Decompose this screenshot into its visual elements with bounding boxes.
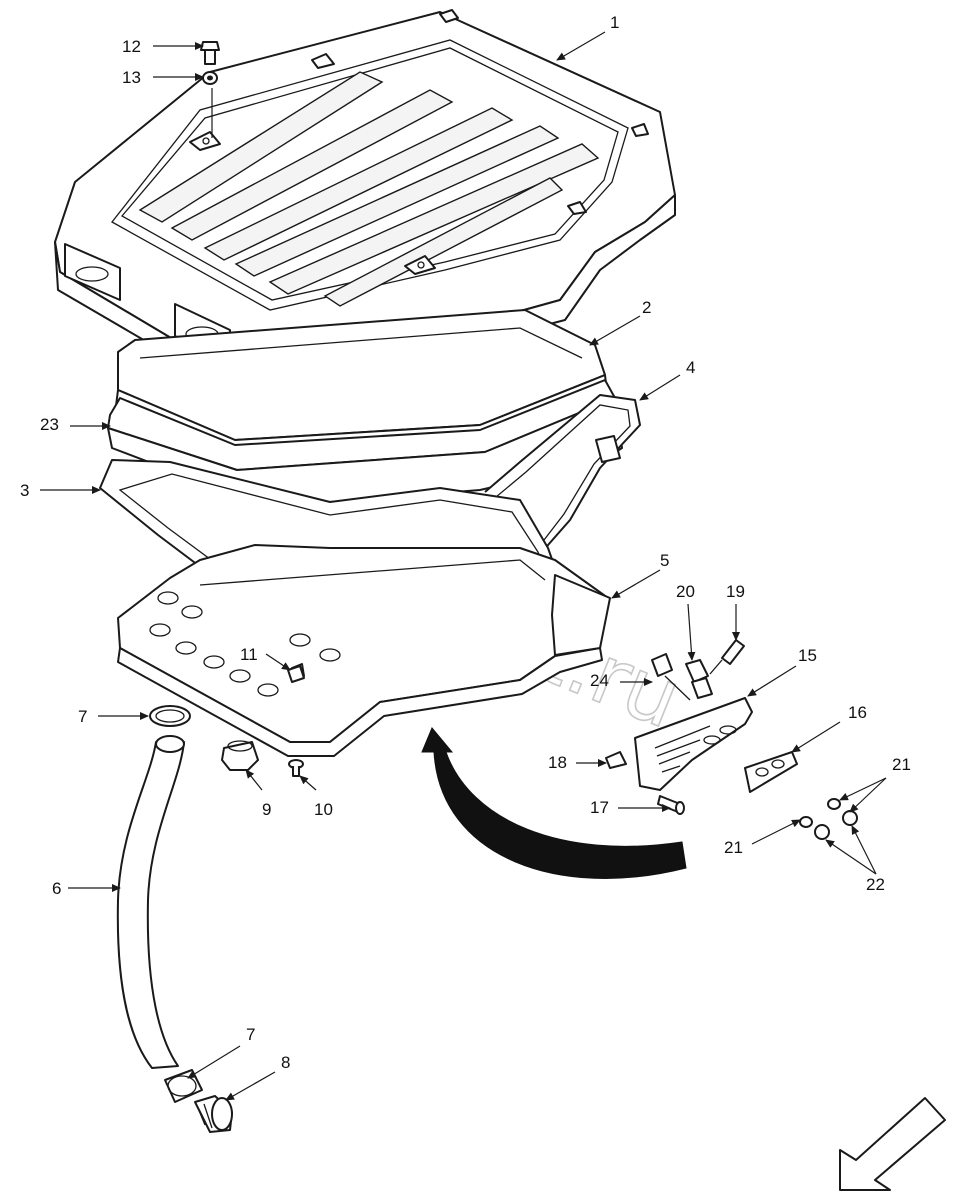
part-5-housing <box>117 544 611 757</box>
callout-16: 16 <box>848 703 867 722</box>
callout-18: 18 <box>548 753 567 772</box>
callout-8: 8 <box>281 1053 290 1072</box>
part-20-switch <box>685 659 713 699</box>
callout-21-upper: 21 <box>892 755 911 774</box>
part-10-screw <box>288 759 304 777</box>
part-24-connector <box>651 653 691 701</box>
part-19-rod <box>709 639 745 675</box>
part-1-cover <box>54 9 676 403</box>
callout-4: 4 <box>686 358 695 377</box>
part-15-mounting-plate <box>634 697 753 791</box>
callout-labels: 1 2 3 4 5 6 7 7 8 9 10 11 12 13 15 16 17… <box>20 13 911 1072</box>
callout-9: 9 <box>262 800 271 819</box>
callout-13: 13 <box>122 68 141 87</box>
curved-arrow-icon <box>421 727 687 879</box>
callout-22: 22 <box>866 875 885 894</box>
callout-19: 19 <box>726 582 745 601</box>
part-13-washer <box>202 71 218 85</box>
part-18-clip <box>605 751 627 769</box>
part-21-nut-b <box>799 816 813 828</box>
outline-arrow-icon <box>839 1097 946 1191</box>
callout-2: 2 <box>642 298 651 317</box>
callout-1: 1 <box>610 13 619 32</box>
part-22-cap-b <box>814 824 830 840</box>
part-21-nut-a <box>827 798 841 810</box>
callout-11: 11 <box>240 645 258 664</box>
callout-17: 17 <box>590 798 609 817</box>
callout-20: 20 <box>676 582 695 601</box>
callout-7-lower: 7 <box>246 1025 255 1044</box>
part-22-cap-a <box>842 810 858 826</box>
part-8-valve <box>194 1095 233 1133</box>
callout-5: 5 <box>660 551 669 570</box>
part-16-gasket-plate <box>744 751 798 793</box>
part-17-screw <box>657 795 685 815</box>
part-9-grommet <box>221 740 259 771</box>
callout-6: 6 <box>52 879 61 898</box>
callout-24: 24 <box>590 671 609 690</box>
part-7-clamp-lower <box>164 1069 203 1103</box>
callout-10: 10 <box>314 800 333 819</box>
callout-15: 15 <box>798 646 817 665</box>
part-12-bolt <box>200 41 220 65</box>
callout-21-lower: 21 <box>724 838 743 857</box>
callout-23: 23 <box>40 415 59 434</box>
callout-12: 12 <box>122 37 141 56</box>
leader-lines <box>40 31 887 1101</box>
part-6-hose <box>116 735 185 1069</box>
callout-7-upper: 7 <box>78 707 87 726</box>
part-11-clip <box>287 665 305 683</box>
part-7-clamp-upper <box>149 705 191 727</box>
callout-3: 3 <box>20 481 29 500</box>
